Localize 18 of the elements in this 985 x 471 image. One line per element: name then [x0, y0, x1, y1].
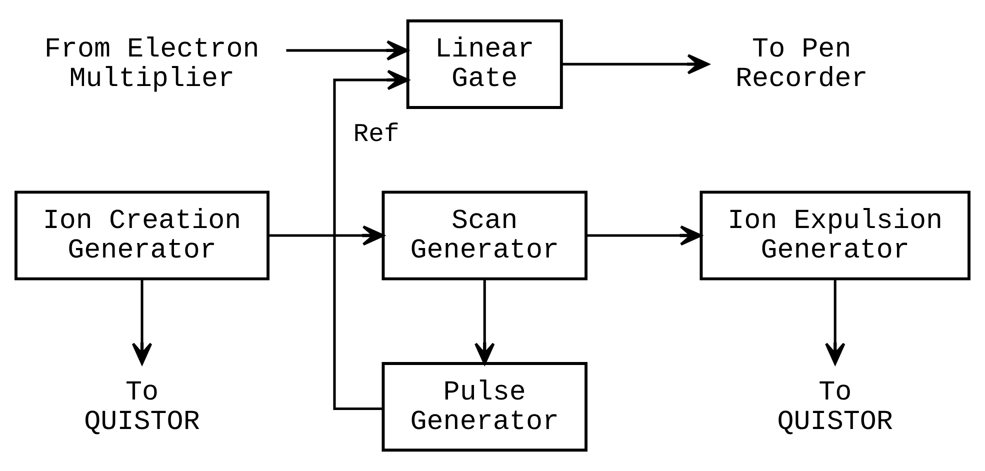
node-text: From Electron Multiplier: [44, 34, 260, 96]
node-box: Pulse Generator: [382, 362, 588, 452]
node-text: To QUISTOR: [777, 377, 893, 438]
node-text: To QUISTOR: [84, 377, 200, 438]
arrow: [333, 70, 410, 410]
node-box: Ion Expulsion Generator: [700, 190, 970, 280]
node-box: Linear Gate: [406, 19, 563, 109]
arrow: [268, 225, 384, 246]
node-text: To Pen Recorder: [736, 34, 868, 96]
arrow: [824, 280, 846, 365]
arrow: [586, 225, 702, 246]
node-box: Ion Creation Generator: [14, 190, 270, 280]
arrow: [562, 54, 710, 74]
arrow: [132, 280, 152, 365]
node-box: Scan Generator: [382, 190, 588, 280]
arrow: [474, 280, 495, 365]
edge-label: Ref: [353, 120, 400, 150]
arrow: [286, 40, 408, 61]
